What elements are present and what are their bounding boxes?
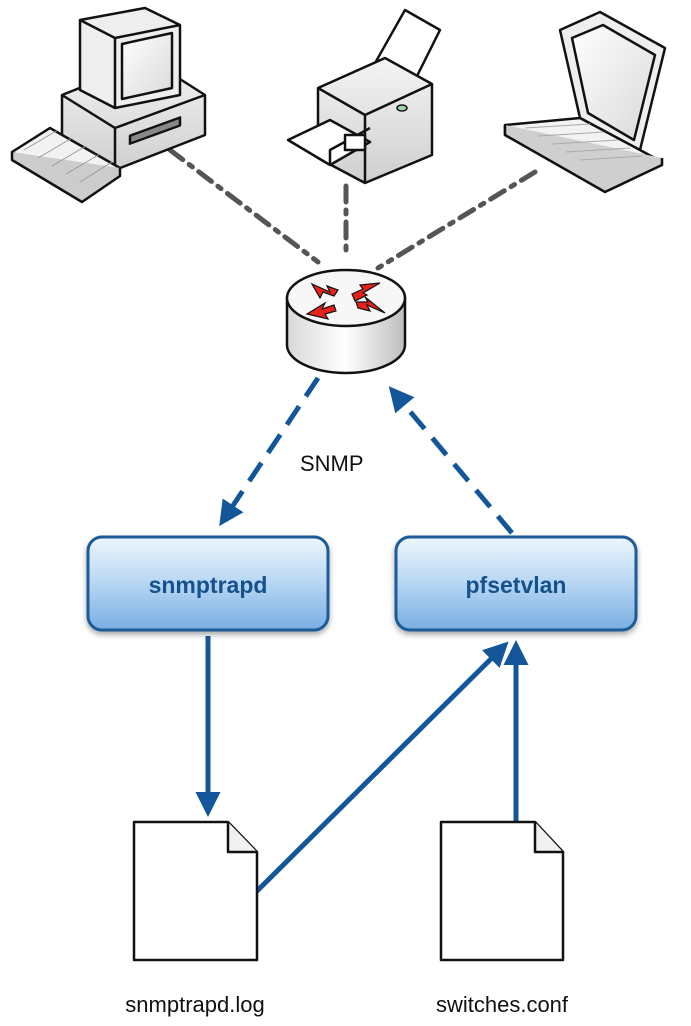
network-links <box>167 147 538 271</box>
log-to-pfsetvlan-arrow <box>254 641 509 894</box>
process-label-pfsetvlan: pfsetvlan <box>466 572 567 598</box>
laptop-icon <box>503 10 667 194</box>
link-desktop-router <box>167 147 321 265</box>
router-switch-icon <box>285 268 407 375</box>
file-links <box>195 636 529 894</box>
link-laptop-router <box>375 169 538 271</box>
process-box-snmptrapd[interactable]: snmptrapd <box>86 535 330 632</box>
file-icon-snmptrapd-log[interactable] <box>132 820 259 962</box>
file-label-switches-conf: switches.conf <box>436 992 569 1017</box>
file-icon-switches-conf[interactable] <box>439 820 565 962</box>
snmp-links <box>219 376 514 535</box>
snmp-trap-arrow <box>219 376 321 527</box>
protocol-label: SNMP <box>300 451 364 476</box>
desktop-computer-icon <box>10 6 207 204</box>
process-box-pfsetvlan[interactable]: pfsetvlan <box>394 535 638 632</box>
printer-icon <box>286 8 442 185</box>
snmp-set-arrow <box>388 386 514 535</box>
process-label-snmptrapd: snmptrapd <box>149 572 268 598</box>
file-label-snmptrapd-log: snmptrapd.log <box>125 992 264 1017</box>
